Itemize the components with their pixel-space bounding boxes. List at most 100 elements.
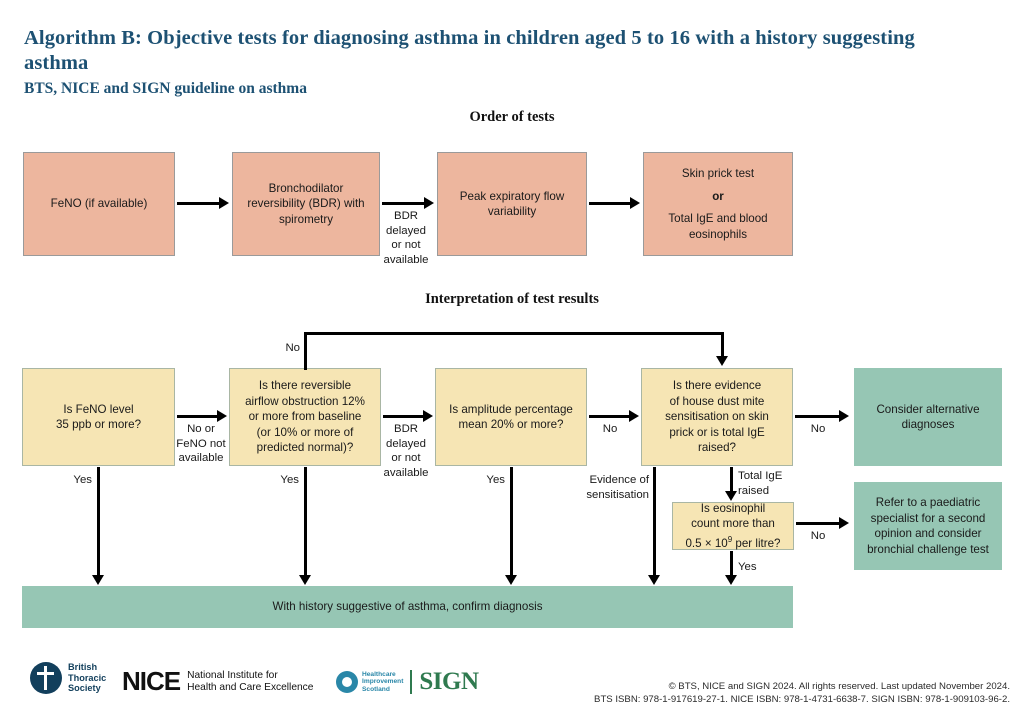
arrow-head-yes-amplitude: [505, 575, 517, 585]
edge-label-no-eosinophil: No: [810, 530, 826, 542]
arrow-line-eosinophil-to-refer: [796, 522, 841, 525]
arrow-head-feno-to-bdr: [219, 197, 229, 209]
arrow-head-amplitude-to-hdm: [629, 410, 639, 422]
arrow-head-eosinophil-to-refer: [839, 517, 849, 529]
footer-copyright: © BTS, NICE and SIGN 2024. All rights re…: [490, 680, 1010, 706]
test-box-peak-expiratory-flow: Peak expiratory flow variability: [437, 152, 587, 256]
sign-wordmark: SIGN: [419, 668, 479, 695]
sign-logo: Healthcare Improvement Scotland SIGN: [336, 668, 479, 696]
eosinophil-line1: Is eosinophil: [700, 501, 766, 515]
bts-line1: British: [68, 662, 98, 673]
healthcare-improvement-scotland-text: Healthcare Improvement Scotland: [362, 671, 403, 694]
test-box-skin-prick-or-ige: Skin prick test or Total IgE and blood e…: [643, 152, 793, 256]
question-box-eosinophil-count: Is eosinophil count more than 0.5 × 109 …: [672, 502, 794, 550]
outcome-box-refer-paediatric-label: Refer to a paediatric specialist for a s…: [867, 496, 989, 556]
copyright-line-1: © BTS, NICE and SIGN 2024. All rights re…: [668, 681, 1010, 692]
arrow-head-feno-to-reversible: [217, 410, 227, 422]
test-box-feno: FeNO (if available): [23, 152, 175, 256]
loop-arrow-head-to-hdm: [716, 356, 728, 366]
arrow-head-bdr-to-pefv: [424, 197, 434, 209]
question-box-reversible-obstruction-label: Is there reversible airflow obstruction …: [245, 379, 365, 455]
his-line2: Improvement: [362, 678, 404, 686]
footer-logos: British Thoracic Society NICE National I…: [0, 660, 500, 716]
arrow-line-yes-feno: [97, 467, 100, 577]
arrow-line-feno-to-reversible: [177, 415, 219, 418]
skin-prick-line1: Skin prick test: [681, 167, 755, 180]
arrow-head-reversible-to-amplitude: [423, 410, 433, 422]
test-box-bdr-spirometry: Bronchodilator reversibility (BDR) with …: [232, 152, 380, 256]
test-box-skin-prick-or-ige-content: Skin prick test or Total IgE and blood e…: [650, 166, 786, 242]
sign-divider: [410, 670, 413, 694]
question-box-eosinophil-count-content: Is eosinophil count more than 0.5 × 109 …: [679, 501, 787, 551]
arrow-line-total-ige-raised: [730, 467, 733, 493]
bts-emblem-icon: [30, 662, 62, 694]
edge-label-total-ige-raised: Total IgE raised: [738, 470, 783, 497]
test-box-peak-expiratory-flow-label: Peak expiratory flow variability: [459, 189, 565, 219]
arrow-line-reversible-to-amplitude: [383, 415, 425, 418]
outcome-box-alternative-diagnoses: Consider alternative diagnoses: [854, 368, 1002, 466]
nice-logo: NICE National Institute for Health and C…: [122, 666, 313, 697]
arrow-line-yes-eosinophil: [730, 551, 733, 577]
loop-line-up-from-reversible: [304, 332, 307, 370]
eosinophil-line3: 0.5 × 109 per litre?: [679, 532, 787, 551]
arrow-line-hdm-to-alternative: [795, 415, 841, 418]
edge-label-evidence-of-sensitisation: Evidence of sensitisation: [586, 474, 649, 501]
edge-label-bdr-delayed-top: BDR delayed or not available: [383, 210, 429, 266]
question-box-amplitude-percentage-label: Is amplitude percentage mean 20% or more…: [449, 402, 573, 432]
eosinophil-line2: count more than: [691, 517, 775, 531]
copyright-line-2: BTS ISBN: 978-1-917619-27-1. NICE ISBN: …: [594, 694, 1010, 705]
arrow-head-yes-feno: [92, 575, 104, 585]
edge-label-bdr-delayed: BDR delayed or not available: [383, 423, 429, 479]
arrow-line-yes-amplitude: [510, 467, 513, 577]
edge-label-no-amplitude: No: [602, 423, 618, 435]
eosinophil-units: per litre?: [732, 536, 781, 550]
section-heading-interpretation: Interpretation of test results: [425, 291, 599, 307]
question-box-feno-level-label: Is FeNO level 35 ppb or more?: [55, 402, 142, 432]
nice-line2: Health and Care Excellence: [187, 681, 314, 693]
question-box-amplitude-percentage: Is amplitude percentage mean 20% or more…: [435, 368, 587, 466]
arrow-head-yes-eosinophil: [725, 575, 737, 585]
edge-label-yes-feno: Yes: [73, 474, 92, 486]
arrow-head-evidence-of-sensitisation: [648, 575, 660, 585]
bts-logo-text: British Thoracic Society: [68, 662, 106, 694]
outcome-box-confirm-diagnosis-label: With history suggestive of asthma, confi…: [272, 600, 543, 614]
arrow-head-pefv-to-skin: [630, 197, 640, 209]
healthcare-improvement-scotland-icon: [336, 671, 358, 693]
nice-wordmark: NICE: [122, 666, 181, 696]
arrow-line-feno-to-bdr: [177, 202, 221, 205]
arrow-line-bdr-to-pefv: [382, 202, 426, 205]
loop-line-down-to-hdm: [721, 332, 724, 358]
nice-line1: National Institute for: [187, 669, 278, 681]
loop-line-across: [304, 332, 724, 335]
arrow-line-evidence-of-sensitisation: [653, 467, 656, 577]
edge-label-no-or-feno-not-available: No or FeNO not available: [176, 423, 226, 465]
eosinophil-exponent: 9: [727, 534, 733, 544]
question-box-hdm-sensitisation-label: Is there evidence of house dust mite sen…: [665, 379, 769, 455]
question-box-reversible-obstruction: Is there reversible airflow obstruction …: [229, 368, 381, 466]
test-box-bdr-spirometry-label: Bronchodilator reversibility (BDR) with …: [247, 181, 365, 226]
bts-logo: British Thoracic Society: [30, 662, 106, 694]
skin-prick-or: or: [712, 189, 724, 203]
page-subtitle: BTS, NICE and SIGN guideline on asthma: [24, 80, 307, 97]
arrow-head-total-ige-raised: [725, 491, 737, 501]
edge-label-yes-amplitude: Yes: [486, 474, 505, 486]
his-line3: Scotland: [362, 685, 390, 693]
edge-label-yes-eosinophil: Yes: [738, 561, 757, 573]
section-heading-order-of-tests: Order of tests: [469, 109, 555, 125]
edge-label-no-sensitisation: No: [810, 423, 826, 435]
edge-label-no-loop: No: [285, 342, 300, 354]
arrow-head-hdm-to-alternative: [839, 410, 849, 422]
edge-label-yes-reversible: Yes: [280, 474, 299, 486]
bts-line3: Society: [68, 683, 101, 694]
question-box-hdm-sensitisation: Is there evidence of house dust mite sen…: [641, 368, 793, 466]
test-box-feno-label: FeNO (if available): [50, 197, 148, 211]
arrow-line-yes-reversible: [304, 467, 307, 577]
arrow-line-pefv-to-skin: [589, 202, 631, 205]
outcome-box-confirm-diagnosis: With history suggestive of asthma, confi…: [22, 586, 793, 628]
outcome-box-refer-paediatric: Refer to a paediatric specialist for a s…: [854, 482, 1002, 570]
arrow-head-yes-reversible: [299, 575, 311, 585]
outcome-box-alternative-diagnoses-label: Consider alternative diagnoses: [876, 402, 980, 432]
his-line1: Healthcare: [362, 670, 396, 678]
eosinophil-value: 0.5 × 10: [685, 536, 728, 550]
